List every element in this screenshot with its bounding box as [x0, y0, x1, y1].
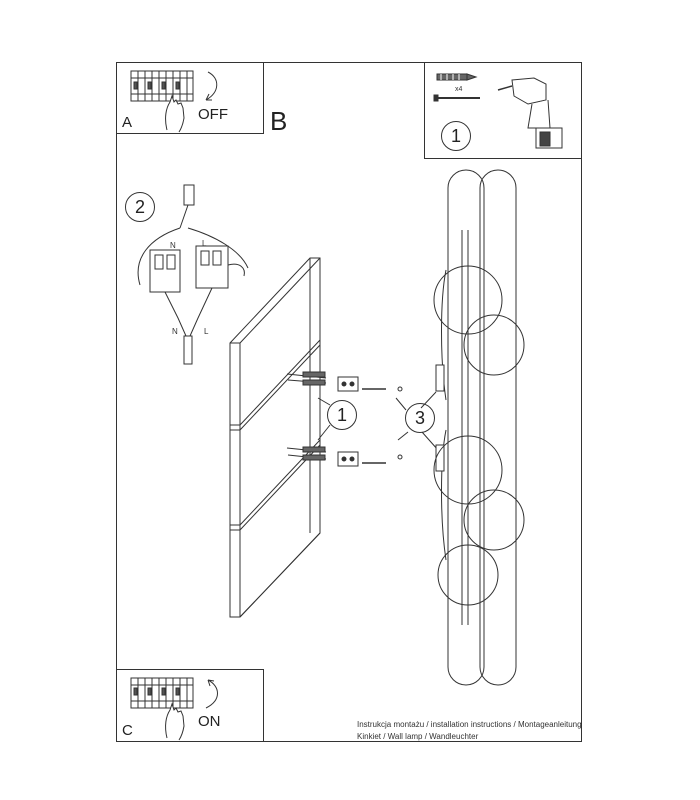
panel-c-on-label: ON: [198, 713, 221, 730]
diagram-frame: [116, 62, 582, 742]
panel-a-off-label: OFF: [198, 106, 228, 123]
wire-label-l-bottom: L: [204, 327, 209, 336]
step-wiring-number: 2: [125, 192, 155, 222]
panel-a: [116, 62, 264, 134]
panel-c: [116, 669, 264, 742]
footer-line-2: Kinkiet / Wall lamp / Wandleuchter: [357, 732, 479, 741]
step-mount-number: 3: [405, 403, 435, 433]
panel-a-letter: A: [122, 114, 133, 131]
wire-label-l-top: L: [202, 239, 207, 248]
step-drill-number: 1: [441, 121, 471, 151]
hardware-quantity: x4: [455, 86, 463, 93]
footer-line-1: Instrukcja montażu / installation instru…: [357, 720, 582, 729]
panel-c-letter: C: [122, 722, 133, 739]
step-bracket-number: 1: [327, 400, 357, 430]
wire-label-n-bottom: N: [172, 327, 178, 336]
wire-label-n-top: N: [170, 241, 176, 250]
panel-b-letter: B: [270, 106, 288, 136]
